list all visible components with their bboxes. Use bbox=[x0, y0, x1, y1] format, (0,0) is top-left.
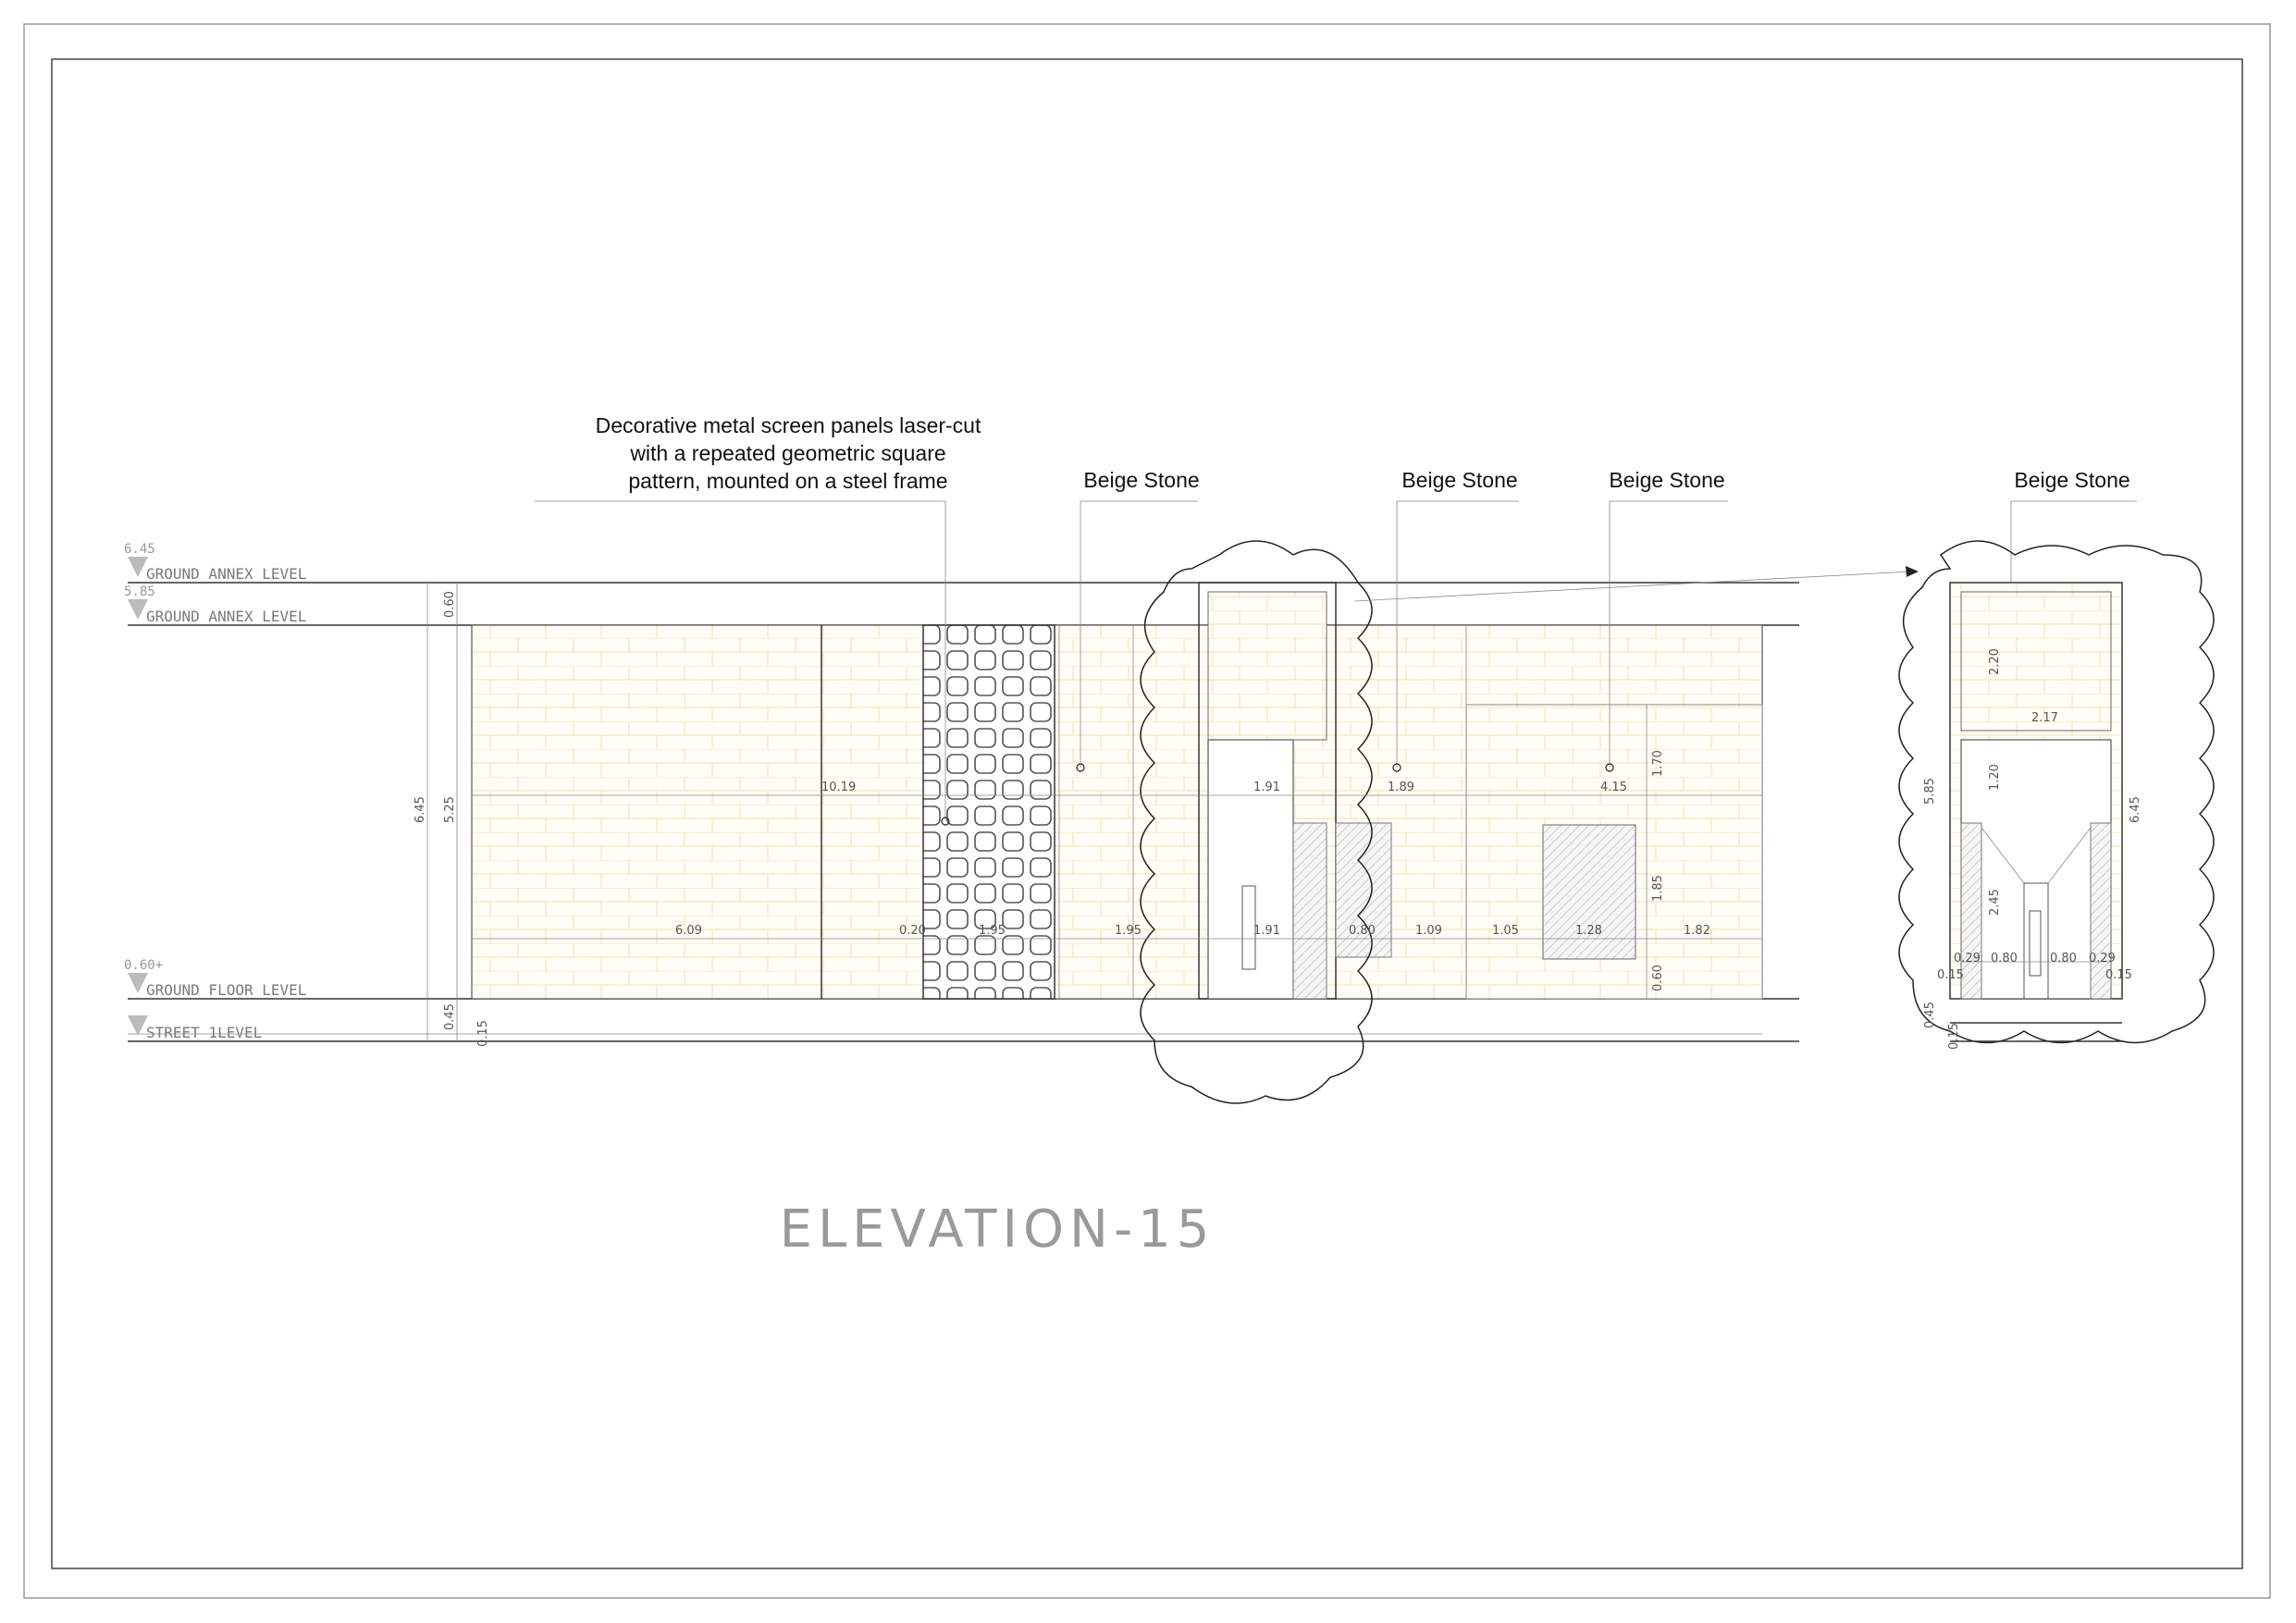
detail-door bbox=[1960, 739, 2112, 1000]
detail-dim-curb: 0.15 bbox=[1947, 1023, 1961, 1050]
detail-dim-total-left: 5.85 bbox=[1923, 778, 1937, 805]
dim-w-lower-1: 6.09 bbox=[675, 924, 702, 938]
revision-cloud bbox=[1140, 540, 1373, 1104]
callout-beige-stone-1: Beige Stone bbox=[1083, 468, 1199, 492]
detail-dim-1: 0.15 bbox=[1937, 968, 1964, 982]
callout-screen-line-1: Decorative metal screen panels laser-cut bbox=[596, 413, 981, 437]
callout-beige-stone-3: Beige Stone bbox=[1609, 468, 1724, 492]
callout-screen-line-3: pattern, mounted on a steel frame bbox=[628, 469, 947, 493]
level-label-annex: GROUND ANNEX LEVEL bbox=[146, 608, 306, 625]
dim-w-lower-4: 1.95 bbox=[1115, 924, 1142, 938]
dim-w-lower-5: 1.91 bbox=[1253, 924, 1280, 938]
drawing-title: ELEVATION-15 bbox=[780, 1199, 1216, 1260]
detail-dim-4: 0.80 bbox=[2050, 952, 2077, 965]
detail-dim-top: 2.20 bbox=[1988, 648, 2002, 675]
dim-w-lower-3: 1.95 bbox=[979, 924, 1006, 938]
level-label-floor: GROUND FLOOR LEVEL bbox=[146, 981, 306, 999]
detail-dim-plinth: 0.45 bbox=[1923, 1002, 1937, 1028]
level-marker-icon bbox=[128, 557, 148, 577]
dim-window-upper: 1.70 bbox=[1651, 750, 1665, 777]
side-panel bbox=[1335, 822, 1392, 958]
detail-dim-6: 0.15 bbox=[2105, 968, 2132, 982]
outer-border bbox=[23, 23, 2271, 1599]
detail-dim-total-right: 6.45 bbox=[2129, 796, 2142, 823]
entrance-door bbox=[1207, 739, 1294, 1000]
dim-w-upper-1: 10.19 bbox=[821, 781, 856, 794]
detail-dim-width: 2.17 bbox=[2031, 711, 2058, 725]
dim-w-upper-3: 1.89 bbox=[1388, 781, 1414, 794]
arrow-head-icon bbox=[1906, 566, 1919, 577]
level-value-annex-top: 6.45 bbox=[124, 542, 155, 557]
detail-dim-door: 2.45 bbox=[1988, 889, 2002, 916]
horizontal-dimensions: 10.19 1.91 1.89 4.15 6.09 0.20 1.95 1.95… bbox=[675, 781, 1710, 938]
callout-beige-stone-2: Beige Stone bbox=[1401, 468, 1517, 492]
level-value-annex: 5.85 bbox=[124, 584, 155, 599]
level-marker-icon bbox=[128, 973, 148, 993]
detail-dim-5: 0.29 bbox=[2089, 952, 2116, 965]
dim-w-lower-8: 1.05 bbox=[1492, 924, 1519, 938]
drawing-frame bbox=[51, 58, 2243, 1569]
callout-leaders bbox=[535, 500, 2137, 826]
dim-w-lower-10: 1.82 bbox=[1684, 924, 1710, 938]
dim-parapet: 0.60 bbox=[443, 591, 457, 618]
level-value-floor: 0.60+ bbox=[124, 958, 163, 973]
window-panel bbox=[1542, 824, 1636, 960]
dim-w-lower-9: 1.28 bbox=[1575, 924, 1602, 938]
dim-curb: 0.15 bbox=[476, 1020, 490, 1047]
door-handle bbox=[1241, 885, 1256, 970]
vertical-dimensions: 6.45 5.25 0.60 0.45 0.15 1.70 1.85 0.60 bbox=[414, 583, 1665, 1047]
decorative-metal-screen bbox=[922, 624, 1055, 1000]
detail-dim-3: 0.80 bbox=[1991, 952, 2018, 965]
dim-w-lower-7: 1.09 bbox=[1415, 924, 1442, 938]
detail-door-handle bbox=[2029, 910, 2042, 977]
dim-total-height: 6.45 bbox=[414, 796, 427, 823]
dim-plinth: 0.45 bbox=[443, 1003, 457, 1030]
level-marker-icon bbox=[128, 1015, 148, 1036]
detail-dim-mid: 1.20 bbox=[1988, 764, 2002, 791]
callout-screen-line-2: with a repeated geometric square bbox=[629, 441, 945, 465]
dim-window-height: 1.85 bbox=[1651, 875, 1665, 902]
detail-dim-2: 0.29 bbox=[1954, 952, 1981, 965]
detail-revision-cloud bbox=[1898, 540, 2215, 1044]
dim-w-upper-4: 4.15 bbox=[1600, 781, 1627, 794]
dim-upper-height: 5.25 bbox=[443, 796, 457, 823]
entrance-detail: 2.20 2.17 1.20 2.45 5.85 6.45 0.45 0.15 … bbox=[1898, 540, 2215, 1050]
level-label-annex-top: GROUND ANNEX LEVEL bbox=[146, 565, 306, 583]
callout-beige-stone-4: Beige Stone bbox=[2014, 468, 2129, 492]
main-elevation bbox=[128, 540, 1799, 1104]
level-markers: 6.45 GROUND ANNEX LEVEL 5.85 GROUND ANNE… bbox=[124, 542, 306, 1041]
level-label-street: STREET 1LEVEL bbox=[146, 1024, 262, 1041]
level-marker-icon bbox=[128, 599, 148, 620]
dim-w-lower-6: 0.80 bbox=[1349, 924, 1376, 938]
dim-window-sill: 0.60 bbox=[1651, 965, 1665, 991]
dim-w-upper-2: 1.91 bbox=[1253, 781, 1280, 794]
dim-w-lower-2: 0.20 bbox=[899, 924, 926, 938]
